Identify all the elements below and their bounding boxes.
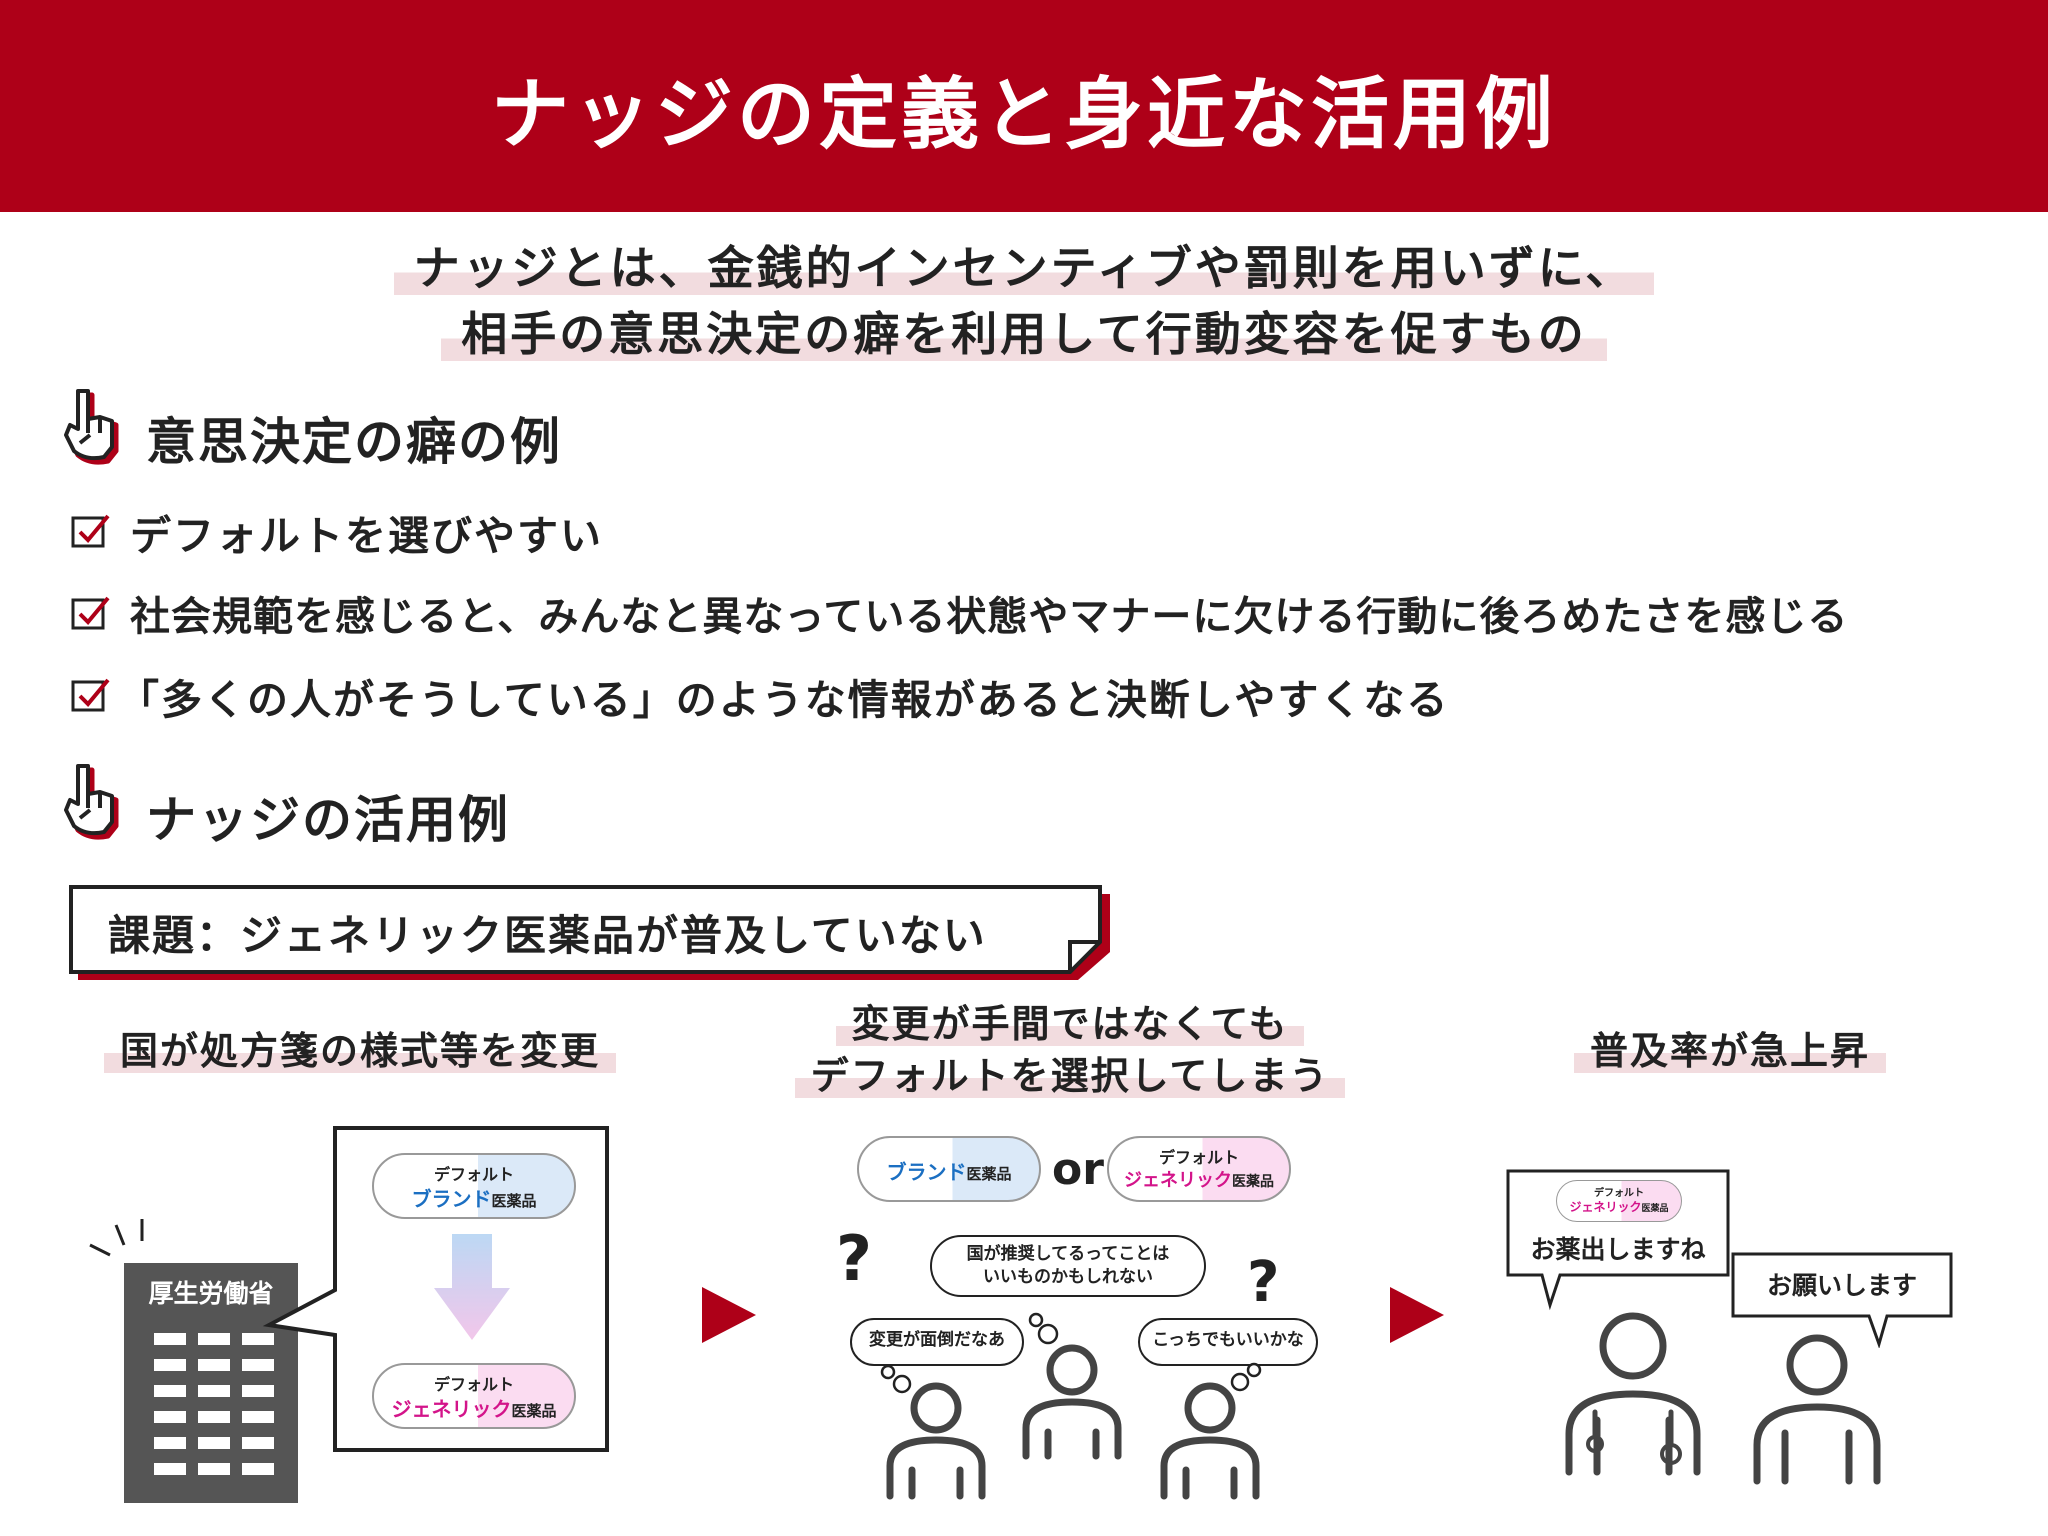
checkbox-icon — [71, 678, 110, 712]
brand-option-pill: ブランド医薬品 — [857, 1136, 1041, 1202]
pointing-hand-icon — [64, 764, 119, 840]
generic-option-pill: デフォルト ジェネリック医薬品 — [1107, 1136, 1291, 1202]
generic-label: ジェネリック — [1124, 1170, 1232, 1191]
question-mark-left: ? — [836, 1222, 872, 1295]
checkbox-icon — [71, 596, 110, 630]
default-label: デフォルト — [433, 1375, 514, 1394]
thought-bubble-right: こっちでもいいかな — [1138, 1318, 1318, 1366]
default-label: デフォルト — [433, 1165, 514, 1184]
bias-item-2: 社会規範を感じると、みんなと異なっている状態やマナーに欠ける行動に後ろめたさを感… — [130, 594, 1849, 640]
default-brand-pill: デフォルト ブランド医薬品 — [372, 1153, 576, 1219]
next-step-arrow-icon — [702, 1287, 756, 1343]
definition-line-2: 相手の意思決定の癖を利用して行動変容を促すもの — [0, 298, 2048, 364]
building-label: 厚生労働省 — [148, 1279, 274, 1308]
step2-title: 変更が手間ではなくても デフォルトを選択してしまう — [760, 998, 1380, 1102]
bias-item-1: デフォルトを選びやすい — [130, 512, 603, 560]
drug-label: 医薬品 — [511, 1402, 557, 1420]
generic-label: ジェネリック — [1569, 1200, 1642, 1214]
thought-dots — [880, 1312, 1262, 1394]
thought-bubble-left: 変更が面倒だなあ — [850, 1318, 1024, 1366]
default-generic-pill: デフォルト ジェネリック医薬品 — [372, 1363, 576, 1429]
checkbox-icon — [71, 514, 110, 548]
down-arrow-icon — [434, 1234, 510, 1340]
drug-label: 医薬品 — [1232, 1174, 1274, 1190]
generic-label: ジェネリック — [391, 1397, 512, 1421]
issue-label: 課題：ジェネリック医薬品が普及していない — [108, 911, 987, 960]
drug-label: 医薬品 — [966, 1165, 1012, 1183]
section-examples-title: ナッジの活用例 — [146, 791, 510, 849]
header-banner — [0, 0, 2048, 212]
patient-speech-bubble — [1731, 1252, 1953, 1348]
issue-box-frame — [69, 885, 1110, 980]
section-biases-title: 意思決定の癖の例 — [146, 413, 562, 471]
pointing-hand-icon — [64, 389, 119, 465]
brand-label: ブランド — [886, 1160, 967, 1184]
drug-label: 医薬品 — [491, 1192, 537, 1210]
patient-illustration — [1753, 1334, 1881, 1485]
page-title: ナッジの定義と身近な活用例 — [490, 70, 1557, 160]
people-group-illustration — [886, 1344, 1260, 1500]
building-illustration — [89, 1219, 298, 1503]
default-label: デフォルト — [1594, 1188, 1644, 1199]
definition-line-1: ナッジとは、金銭的インセンティブや罰則を用いずに、 — [0, 232, 2048, 298]
or-label: or — [1052, 1144, 1104, 1195]
doctor-default-generic-pill: デフォルト ジェネリック医薬品 — [1556, 1180, 1682, 1222]
next-step-arrow-icon — [1390, 1287, 1444, 1343]
brand-label: ブランド — [411, 1187, 492, 1211]
step3-title: 普及率が急上昇 — [1430, 1025, 2030, 1077]
step1-title: 国が処方箋の様式等を変更 — [60, 1025, 660, 1077]
patient-speech-text: お願いします — [1766, 1271, 1917, 1300]
default-label: デフォルト — [1158, 1148, 1239, 1167]
drug-label: 医薬品 — [1641, 1204, 1669, 1214]
bias-item-3: 「多くの人がそうしている」のような情報があると決断しやすくなる — [118, 676, 1450, 724]
doctor-speech-text: お薬出しますね — [1530, 1235, 1706, 1264]
thought-bubble-center: 国が推奨してるってことは いいものかもしれない — [930, 1235, 1206, 1297]
doctor-illustration — [1565, 1312, 1701, 1476]
question-mark-right: ? — [1247, 1250, 1280, 1315]
